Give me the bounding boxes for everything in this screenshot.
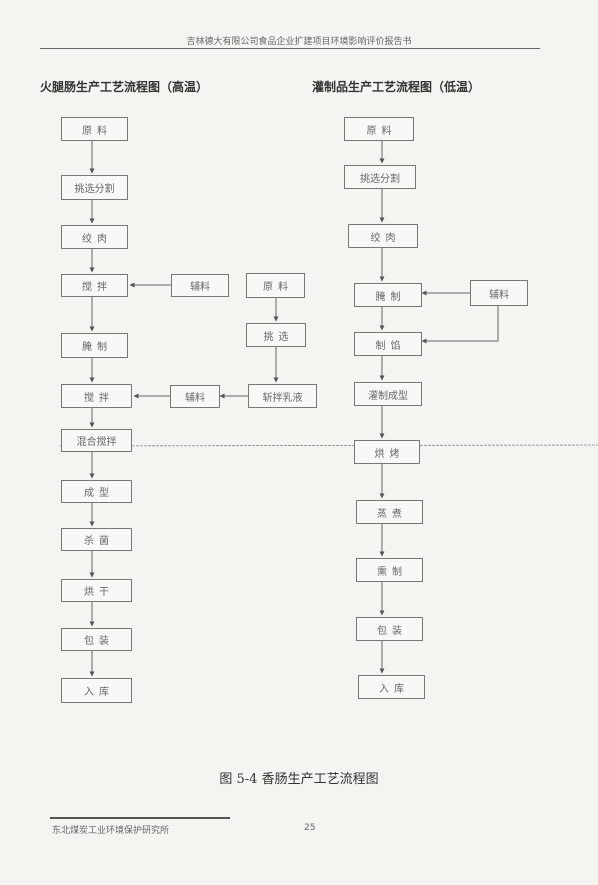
left-step-mince: 绞肉 bbox=[61, 225, 128, 249]
right-step-roast: 烘烤 bbox=[354, 440, 420, 464]
page-number: 25 bbox=[304, 823, 316, 833]
right-side-auxiliary: 辅料 bbox=[470, 280, 528, 306]
right-step-mince: 绞肉 bbox=[348, 224, 418, 248]
scan-line bbox=[59, 444, 598, 447]
right-step-select-cut: 挑选分割 bbox=[344, 165, 416, 189]
left-side-auxiliary-2: 辅料 bbox=[170, 385, 220, 408]
right-step-smoke: 熏制 bbox=[356, 558, 423, 582]
arrow-aux-to-filling bbox=[421, 306, 499, 344]
right-step-filling: 制馅 bbox=[354, 332, 422, 356]
left-step-package: 包装 bbox=[61, 628, 132, 651]
right-step-steam: 蒸煮 bbox=[356, 500, 423, 524]
report-header: 吉林德大有限公司食品企业扩建项目环境影响评价报告书 bbox=[186, 37, 412, 47]
left-step-dry: 烘干 bbox=[61, 579, 132, 602]
left-step-raw-material: 原料 bbox=[61, 117, 128, 141]
right-chart-title: 灌制品生产工艺流程图（低温） bbox=[312, 80, 481, 94]
left-step-blend-mix: 混合搅拌 bbox=[61, 429, 132, 452]
figure-caption: 图 5-4 香肠生产工艺流程图 bbox=[219, 772, 379, 787]
left-side-auxiliary-1: 辅料 bbox=[171, 274, 229, 297]
right-step-package: 包装 bbox=[356, 617, 423, 641]
left-step-forming: 成型 bbox=[61, 480, 132, 503]
header-rule bbox=[40, 48, 540, 49]
right-step-stuff-forming: 灌制成型 bbox=[354, 382, 422, 406]
right-step-raw-material: 原料 bbox=[344, 117, 414, 141]
right-step-cure: 腌制 bbox=[354, 283, 422, 307]
left-side-select: 挑选 bbox=[246, 323, 306, 347]
left-side-emulsion: 斩拌乳液 bbox=[248, 384, 317, 408]
left-step-sterilize: 杀菌 bbox=[61, 528, 132, 551]
right-step-storage: 入库 bbox=[358, 675, 425, 699]
left-side-raw-material: 原料 bbox=[246, 273, 305, 298]
left-step-cure: 腌制 bbox=[61, 333, 128, 358]
footer-rule bbox=[50, 817, 230, 819]
left-chart-title: 火腿肠生产工艺流程图（高温） bbox=[40, 80, 209, 94]
left-step-storage: 入库 bbox=[61, 678, 132, 703]
left-step-mix-2: 搅拌 bbox=[61, 384, 132, 408]
left-step-mix-1: 搅拌 bbox=[61, 274, 128, 297]
footer-org: 东北煤炭工业环境保护研究所 bbox=[52, 826, 170, 836]
left-step-select-cut: 挑选分割 bbox=[61, 175, 128, 200]
